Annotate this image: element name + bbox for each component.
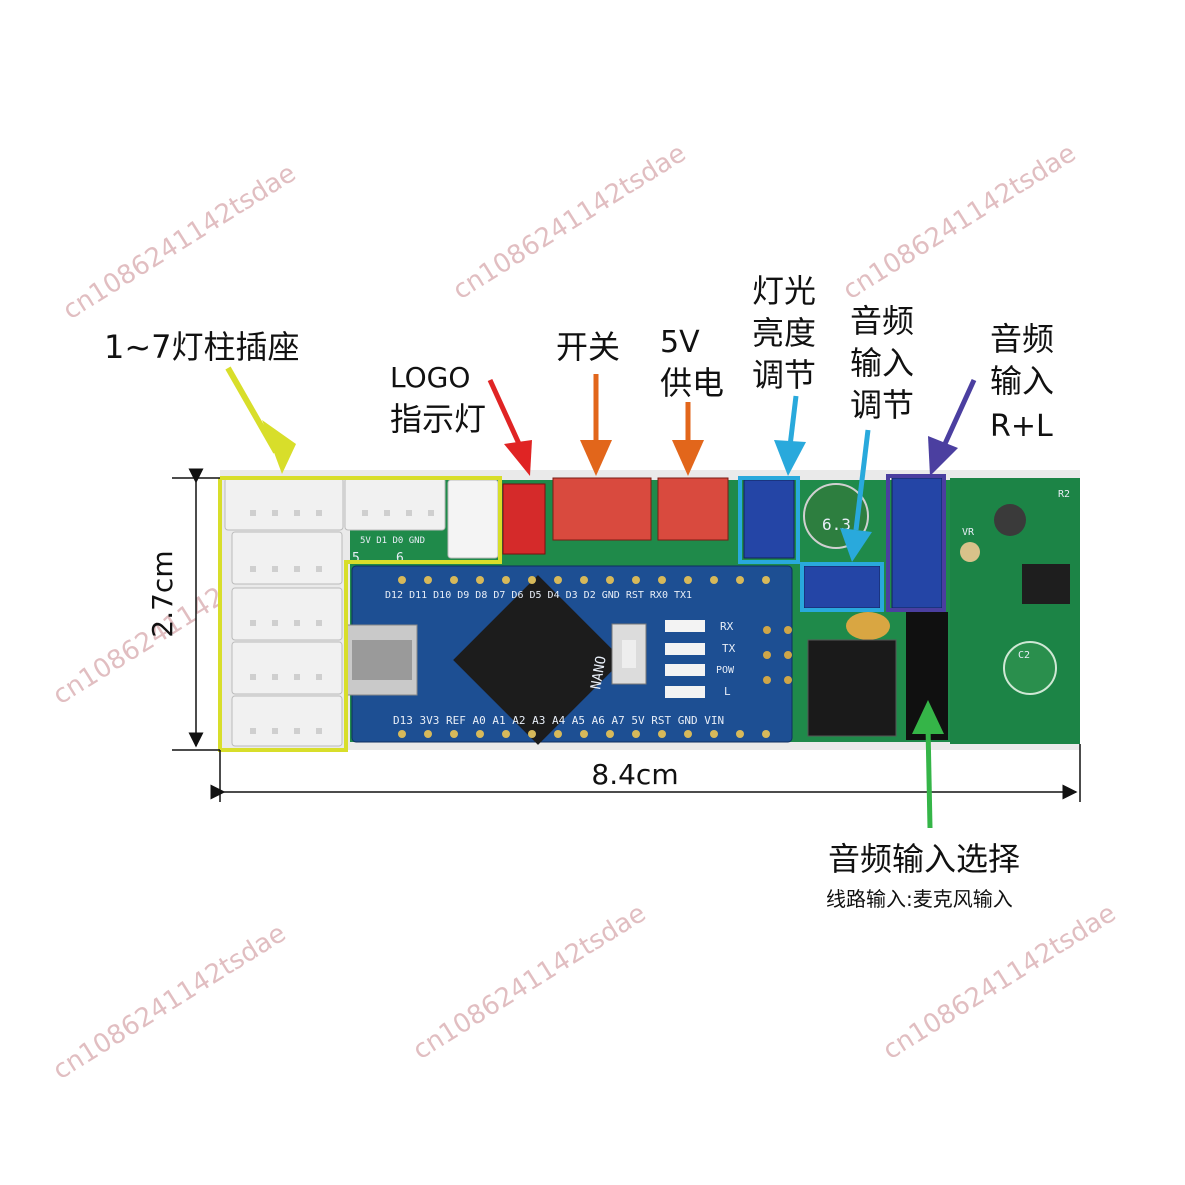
yellow-arrow bbox=[225, 366, 279, 454]
ic-socket bbox=[807, 639, 897, 737]
socket-header bbox=[447, 479, 499, 559]
microphone bbox=[994, 504, 1026, 536]
silk-c2: C2 bbox=[1018, 650, 1030, 661]
socket-header bbox=[231, 641, 343, 695]
audio-input-label-line1: 音频 bbox=[990, 320, 1054, 358]
audio-input-arrow bbox=[941, 378, 977, 448]
logo-led-connector bbox=[502, 483, 546, 555]
yellow-arrow-head bbox=[262, 420, 296, 474]
watermark: cn1086241142tsdae bbox=[878, 898, 1121, 1066]
watermark: cn1086241142tsdae bbox=[448, 138, 691, 306]
socket-header bbox=[344, 477, 446, 531]
silk-r2: R2 bbox=[1058, 489, 1070, 500]
silk-vr: VR bbox=[962, 527, 975, 538]
reset-cap bbox=[622, 640, 636, 668]
dimension-lines bbox=[172, 468, 1081, 802]
socket-header bbox=[231, 695, 343, 747]
audio-adjust-label-line3: 调节 bbox=[850, 386, 914, 424]
logo-label-line1: LOGO bbox=[390, 361, 470, 394]
audio-input-arrow-head bbox=[928, 436, 958, 476]
watermark: cn1086241142tsdae bbox=[838, 138, 1081, 306]
select-arrow bbox=[925, 725, 933, 829]
power-arrow-head bbox=[672, 440, 704, 476]
labels: 1~7灯柱插座 LOGO 指示灯 开关 5V 供电 灯光 亮度 调节 音频 输入… bbox=[104, 272, 1054, 911]
power-connector bbox=[657, 477, 729, 541]
socket-header bbox=[231, 531, 343, 585]
audio-adjust-arrow-head bbox=[840, 528, 872, 562]
brightness-arrow-head bbox=[774, 440, 806, 476]
silk-top-pins: D12 D11 D10 D9 D8 D7 D6 D5 D4 D3 D2 GND … bbox=[385, 590, 692, 601]
brightness-arrow bbox=[787, 395, 799, 447]
brightness-highlight bbox=[738, 476, 800, 564]
width-label: 8.4cm bbox=[591, 758, 678, 791]
components: 6.3 VR R2 C2 bbox=[502, 477, 1070, 740]
silk-led-tx: TX bbox=[722, 642, 736, 655]
amp-chip bbox=[1022, 564, 1070, 604]
silk-number: 5 bbox=[352, 551, 360, 566]
brightness-label-line2: 亮度 bbox=[752, 314, 816, 352]
audio-adjust-arrow bbox=[853, 429, 871, 531]
audio-input-label-line2: 输入 bbox=[990, 362, 1054, 400]
switch-connector bbox=[552, 477, 652, 541]
silk-led-l: L bbox=[724, 685, 731, 698]
silk-bottom-pins: D13 3V3 REF A0 A1 A2 A3 A4 A5 A6 A7 5V R… bbox=[393, 714, 724, 727]
silk-led-rx: RX bbox=[720, 620, 734, 633]
audio-adjust-highlight bbox=[800, 562, 884, 612]
audio-select-label: 音频输入选择 bbox=[828, 840, 1020, 878]
mcu-chip bbox=[453, 575, 623, 745]
red-arrow bbox=[487, 378, 523, 448]
watermark: cn1086241142tsdae bbox=[408, 898, 651, 1066]
brightness-header bbox=[743, 479, 795, 559]
socket-header bbox=[224, 477, 344, 531]
arduino-nano: RX TX POW L NANO D12 D11 D10 D9 D8 D7 D6… bbox=[344, 565, 793, 745]
switch-arrow-head bbox=[580, 440, 612, 476]
audio-adjust-label-line2: 输入 bbox=[850, 344, 914, 382]
power-label-line1: 5V bbox=[660, 325, 700, 360]
select-arrow-head bbox=[912, 700, 944, 734]
logo-label-line2: 指示灯 bbox=[390, 400, 486, 438]
silk-number: 6 bbox=[396, 551, 404, 566]
callout-arrows bbox=[225, 366, 977, 829]
silk-nano: NANO bbox=[588, 655, 610, 691]
audio-adjust-label-line1: 音频 bbox=[850, 302, 914, 340]
sockets-label: 1~7灯柱插座 bbox=[104, 328, 300, 366]
socket-headers: 5V D1 D0 GND 5 6 4 3 1 bbox=[224, 477, 499, 747]
height-label: 2.7cm bbox=[146, 550, 179, 637]
potentiometer bbox=[960, 542, 980, 562]
brightness-label-line3: 调节 bbox=[752, 356, 816, 394]
c2-pad bbox=[1003, 641, 1057, 695]
usb-port bbox=[352, 640, 412, 680]
socket-header bbox=[231, 587, 343, 641]
silk-header-row: 5V D1 D0 GND bbox=[360, 536, 425, 546]
power-label-line2: 供电 bbox=[660, 364, 724, 402]
watermark: cn1086241142tsdae bbox=[58, 158, 301, 326]
ceramic-capacitor bbox=[846, 612, 890, 640]
brightness-label-line1: 灯光 bbox=[752, 272, 816, 310]
watermark: cn1086241142tsdae bbox=[48, 918, 291, 1086]
silk-led-pow: POW bbox=[716, 665, 735, 676]
red-arrow-head bbox=[504, 440, 532, 476]
audio-adjust-header bbox=[803, 565, 881, 609]
audio-input-header bbox=[891, 477, 943, 609]
audio-select-sublabel: 线路输入:麦克风输入 bbox=[826, 887, 1013, 911]
audio-input-label-line3: R+L bbox=[990, 409, 1053, 444]
switch-label: 开关 bbox=[556, 328, 620, 366]
audio-input-highlight bbox=[886, 474, 946, 612]
